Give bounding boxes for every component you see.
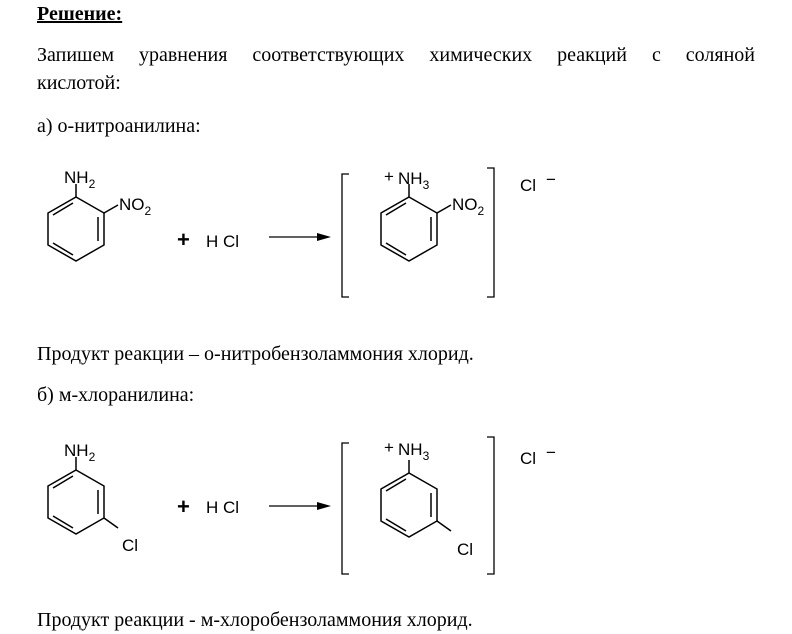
right-bracket-b bbox=[487, 436, 495, 575]
benzene-ring-o-nitroanilinium bbox=[380, 184, 452, 262]
benzene-ring-m-chloroanilinium bbox=[380, 460, 452, 538]
reaction-scheme-a: NH2 NO2 + H Cl + NH3 NO2 Cl − bbox=[47, 167, 556, 298]
part-b-product: Продукт реакции - м-хлоробензоламмония х… bbox=[37, 609, 473, 631]
benzene-ring-o-nitroaniline bbox=[47, 184, 119, 262]
ammonium-group-label-b: NH3 bbox=[398, 440, 430, 463]
reaction-scheme-b: NH2 Cl + H Cl + NH3 Cl Cl − bbox=[47, 436, 556, 575]
solution-heading: Решение: bbox=[37, 3, 123, 25]
chloride-counter-ion-b: Cl bbox=[520, 449, 536, 468]
negative-charge-b: − bbox=[546, 443, 556, 462]
negative-charge: − bbox=[546, 170, 556, 189]
intro-line-1: Запишем уравнения соответствующих химиче… bbox=[37, 44, 755, 66]
part-a-label: а) о-нитроанилина: bbox=[37, 115, 201, 137]
amine-group-label-b: NH2 bbox=[64, 441, 96, 464]
reaction-arrow bbox=[269, 233, 331, 241]
part-a-product: Продукт реакции – о-нитробензоламмония х… bbox=[37, 343, 474, 365]
hcl-reagent-b: H Cl bbox=[206, 498, 239, 517]
plus-sign-b: + bbox=[177, 494, 190, 519]
right-bracket bbox=[487, 167, 495, 298]
left-bracket-b bbox=[341, 442, 349, 575]
ammonium-group-label: NH3 bbox=[398, 169, 430, 192]
chloro-substituent-label-product: Cl bbox=[457, 540, 473, 559]
benzene-ring-m-chloroaniline bbox=[47, 457, 119, 535]
nitro-group-label: NO2 bbox=[119, 195, 152, 218]
chloride-counter-ion: Cl bbox=[520, 176, 536, 195]
positive-charge: + bbox=[384, 167, 394, 186]
amine-group-label: NH2 bbox=[64, 168, 96, 191]
part-b-label: б) м-хлоранилина: bbox=[37, 384, 195, 406]
nitro-group-label-product: NO2 bbox=[452, 195, 485, 218]
chloro-substituent-label: Cl bbox=[122, 536, 138, 555]
hcl-reagent: H Cl bbox=[206, 232, 239, 251]
positive-charge-b: + bbox=[384, 438, 394, 457]
reaction-arrow-b bbox=[269, 502, 331, 510]
intro-line-2: кислотой: bbox=[37, 72, 121, 94]
plus-sign: + bbox=[177, 227, 190, 252]
left-bracket bbox=[341, 173, 349, 298]
